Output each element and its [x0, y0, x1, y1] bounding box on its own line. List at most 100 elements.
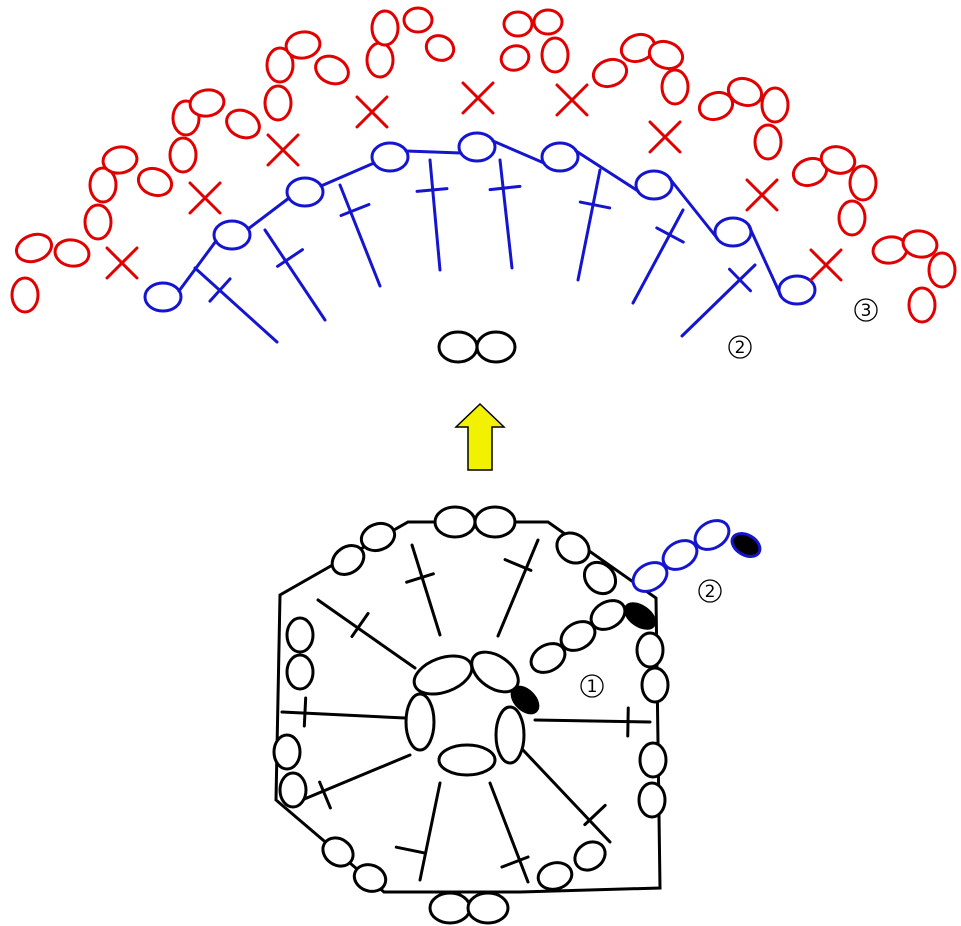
direction-arrow-icon: [454, 402, 506, 471]
picot-chain: [284, 30, 322, 60]
double-crochet-stem: [576, 168, 602, 282]
chain-connector: [491, 139, 546, 165]
double-crochet-bar: [728, 267, 752, 293]
chain-stitch: [693, 519, 731, 551]
chain-stitch: [437, 330, 479, 364]
picot-chain: [168, 136, 198, 174]
round-1-stitches: [272, 330, 670, 925]
picot-chain: [83, 203, 113, 241]
chain-stitch: [285, 653, 315, 691]
double-crochet-stem: [193, 266, 279, 344]
picot-chain: [15, 232, 53, 264]
chain-stitch: [589, 599, 627, 631]
slip-stitch: [730, 532, 762, 558]
double-crochet-bar: [394, 845, 426, 855]
chain-stitch: [321, 836, 355, 868]
chain-connector: [177, 239, 218, 293]
single-crochet-x: [809, 248, 843, 282]
double-crochet-bar: [350, 612, 370, 638]
picot-chain: [619, 32, 657, 64]
double-crochet-stem: [338, 183, 382, 288]
round-2-label-bottom: 2: [705, 582, 716, 602]
double-crochet-bar: [488, 184, 522, 192]
round-2-marker-top: 2: [728, 335, 752, 359]
picot-chain: [502, 10, 534, 38]
picot-chain: [819, 145, 857, 175]
chain-stitch: [475, 330, 517, 364]
double-crochet-bar: [208, 277, 232, 303]
double-crochet-stem: [488, 781, 530, 884]
picot-chain: [188, 88, 226, 118]
double-crochet-stem: [521, 748, 612, 844]
chain-stitch: [640, 666, 670, 704]
chain-stitch: [637, 781, 667, 819]
single-crochet-x: [105, 246, 139, 280]
ring-chain: [494, 705, 526, 765]
picot-chain: [837, 199, 867, 237]
round-3-label: 3: [861, 301, 872, 321]
double-crochet-stem: [410, 543, 442, 637]
double-crochet-bar: [339, 202, 371, 218]
picot-chain: [927, 251, 957, 289]
chain-stitch: [631, 561, 669, 593]
round-2-marker-bottom: 2: [698, 579, 722, 603]
double-crochet-bar: [276, 248, 304, 268]
chain-connector: [747, 224, 783, 298]
arrow-shape: [454, 402, 506, 471]
double-crochet-stem: [498, 158, 514, 270]
round-1-label: 1: [587, 677, 598, 697]
round-1-marker: 1: [580, 674, 604, 698]
double-crochet-bar: [578, 200, 612, 210]
picot-chain: [532, 8, 564, 36]
double-crochet-bar: [318, 780, 332, 810]
double-crochet-stem: [263, 228, 327, 322]
chain-stitch: [285, 616, 315, 654]
single-crochet-x: [266, 133, 300, 167]
picot-chain: [901, 229, 939, 259]
chain-stitch: [457, 131, 497, 163]
picot-chain: [10, 276, 40, 314]
picot-chain: [499, 44, 531, 72]
picot-chain: [225, 108, 261, 140]
double-crochet-stem: [631, 208, 685, 305]
chain-stitch: [433, 505, 477, 539]
picot-chain: [263, 84, 293, 122]
chain-stitch: [359, 521, 397, 553]
chain-stitch: [428, 891, 472, 925]
chain-connector: [574, 149, 640, 193]
ring-chain: [404, 692, 436, 752]
chain-connector: [668, 177, 719, 240]
chain-stitch: [635, 631, 665, 669]
chain-stitch: [573, 840, 607, 872]
picot-chain: [402, 6, 434, 34]
double-crochet-bar: [500, 855, 530, 869]
picot-chain: [760, 86, 790, 124]
chain-stitch: [661, 539, 699, 571]
chain-stitch: [466, 891, 510, 925]
double-crochet-stem: [680, 263, 757, 338]
double-crochet-stem: [316, 598, 417, 670]
double-crochet-bar: [415, 187, 449, 193]
chain-connector: [319, 161, 376, 188]
double-crochet-stem: [418, 781, 442, 882]
picot-chain: [726, 76, 764, 108]
round-3-stitches: [10, 6, 957, 324]
single-crochet-x: [188, 181, 222, 215]
chain-stitch: [540, 141, 580, 173]
single-crochet-x: [461, 81, 495, 115]
picot-chain: [370, 9, 400, 47]
picot-chain: [365, 41, 395, 79]
chain-connector: [404, 149, 463, 155]
double-crochet-stem: [288, 753, 412, 807]
chain-stitch: [634, 169, 674, 201]
chain-connector: [246, 196, 291, 231]
double-crochet-bar: [302, 696, 308, 728]
chain-stitch: [529, 642, 567, 674]
double-crochet-bar: [655, 226, 685, 244]
chain-stitch: [330, 544, 366, 576]
ring-chain: [437, 743, 497, 777]
single-crochet-x: [648, 120, 682, 154]
picot-chain: [753, 123, 783, 161]
double-crochet-bar: [583, 803, 607, 827]
